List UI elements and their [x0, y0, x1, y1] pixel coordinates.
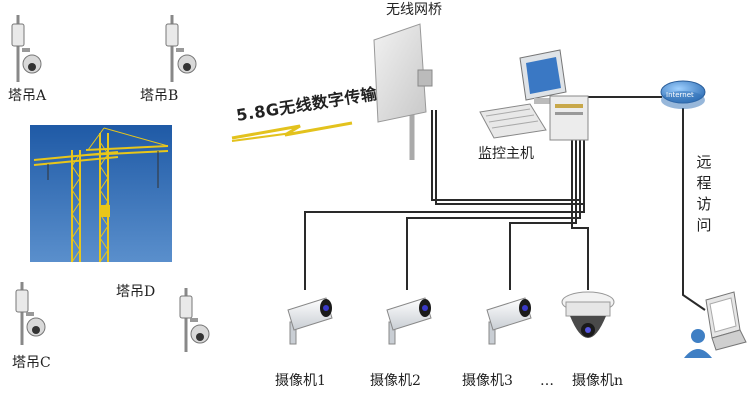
camera-3-label: 摄像机3 [462, 373, 513, 389]
cable-camera-n [571, 140, 589, 290]
ptz-camera-icon-d [179, 288, 210, 352]
crane-b-label: 塔吊B [140, 88, 179, 104]
cable-camera-2 [406, 140, 581, 290]
internet-globe-icon [660, 80, 706, 109]
cables [304, 96, 706, 311]
camera-1-label: 摄像机1 [275, 373, 326, 389]
dome-camera-icon [561, 291, 615, 338]
cable-camera-3 [509, 140, 577, 290]
monitor-host-label: 监控主机 [478, 146, 534, 162]
camera-2-label: 摄像机2 [370, 373, 421, 389]
bridge-label: 无线网桥 [386, 2, 442, 18]
crane-d-label: 塔吊D [116, 284, 156, 300]
tower-crane-photo [30, 125, 172, 263]
internet-label: Internet [666, 91, 694, 99]
ptz-camera-icon-c [15, 282, 46, 345]
crane-c-label: 塔吊C [12, 355, 51, 371]
pc-icon [479, 49, 589, 141]
wireless-bridge-icon [373, 23, 433, 160]
cable-camera-1 [304, 140, 585, 290]
cable-internet-laptop [682, 108, 706, 311]
bullet-camera-icon-2 [386, 297, 432, 345]
ellipsis-label: … [540, 373, 554, 389]
remote-access-label: 远 程 访 问 [696, 153, 712, 234]
bullet-camera-icon-1 [287, 297, 333, 345]
camera-n-label: 摄像机n [572, 373, 624, 389]
lightning-icon [231, 121, 353, 140]
ptz-camera-icon-a [11, 15, 42, 82]
ptz-camera-icon-b [165, 15, 197, 82]
crane-a-label: 塔吊A [8, 88, 47, 104]
user-icon [684, 329, 712, 358]
bullet-camera-icon-3 [486, 297, 532, 345]
laptop-icon [705, 291, 747, 351]
